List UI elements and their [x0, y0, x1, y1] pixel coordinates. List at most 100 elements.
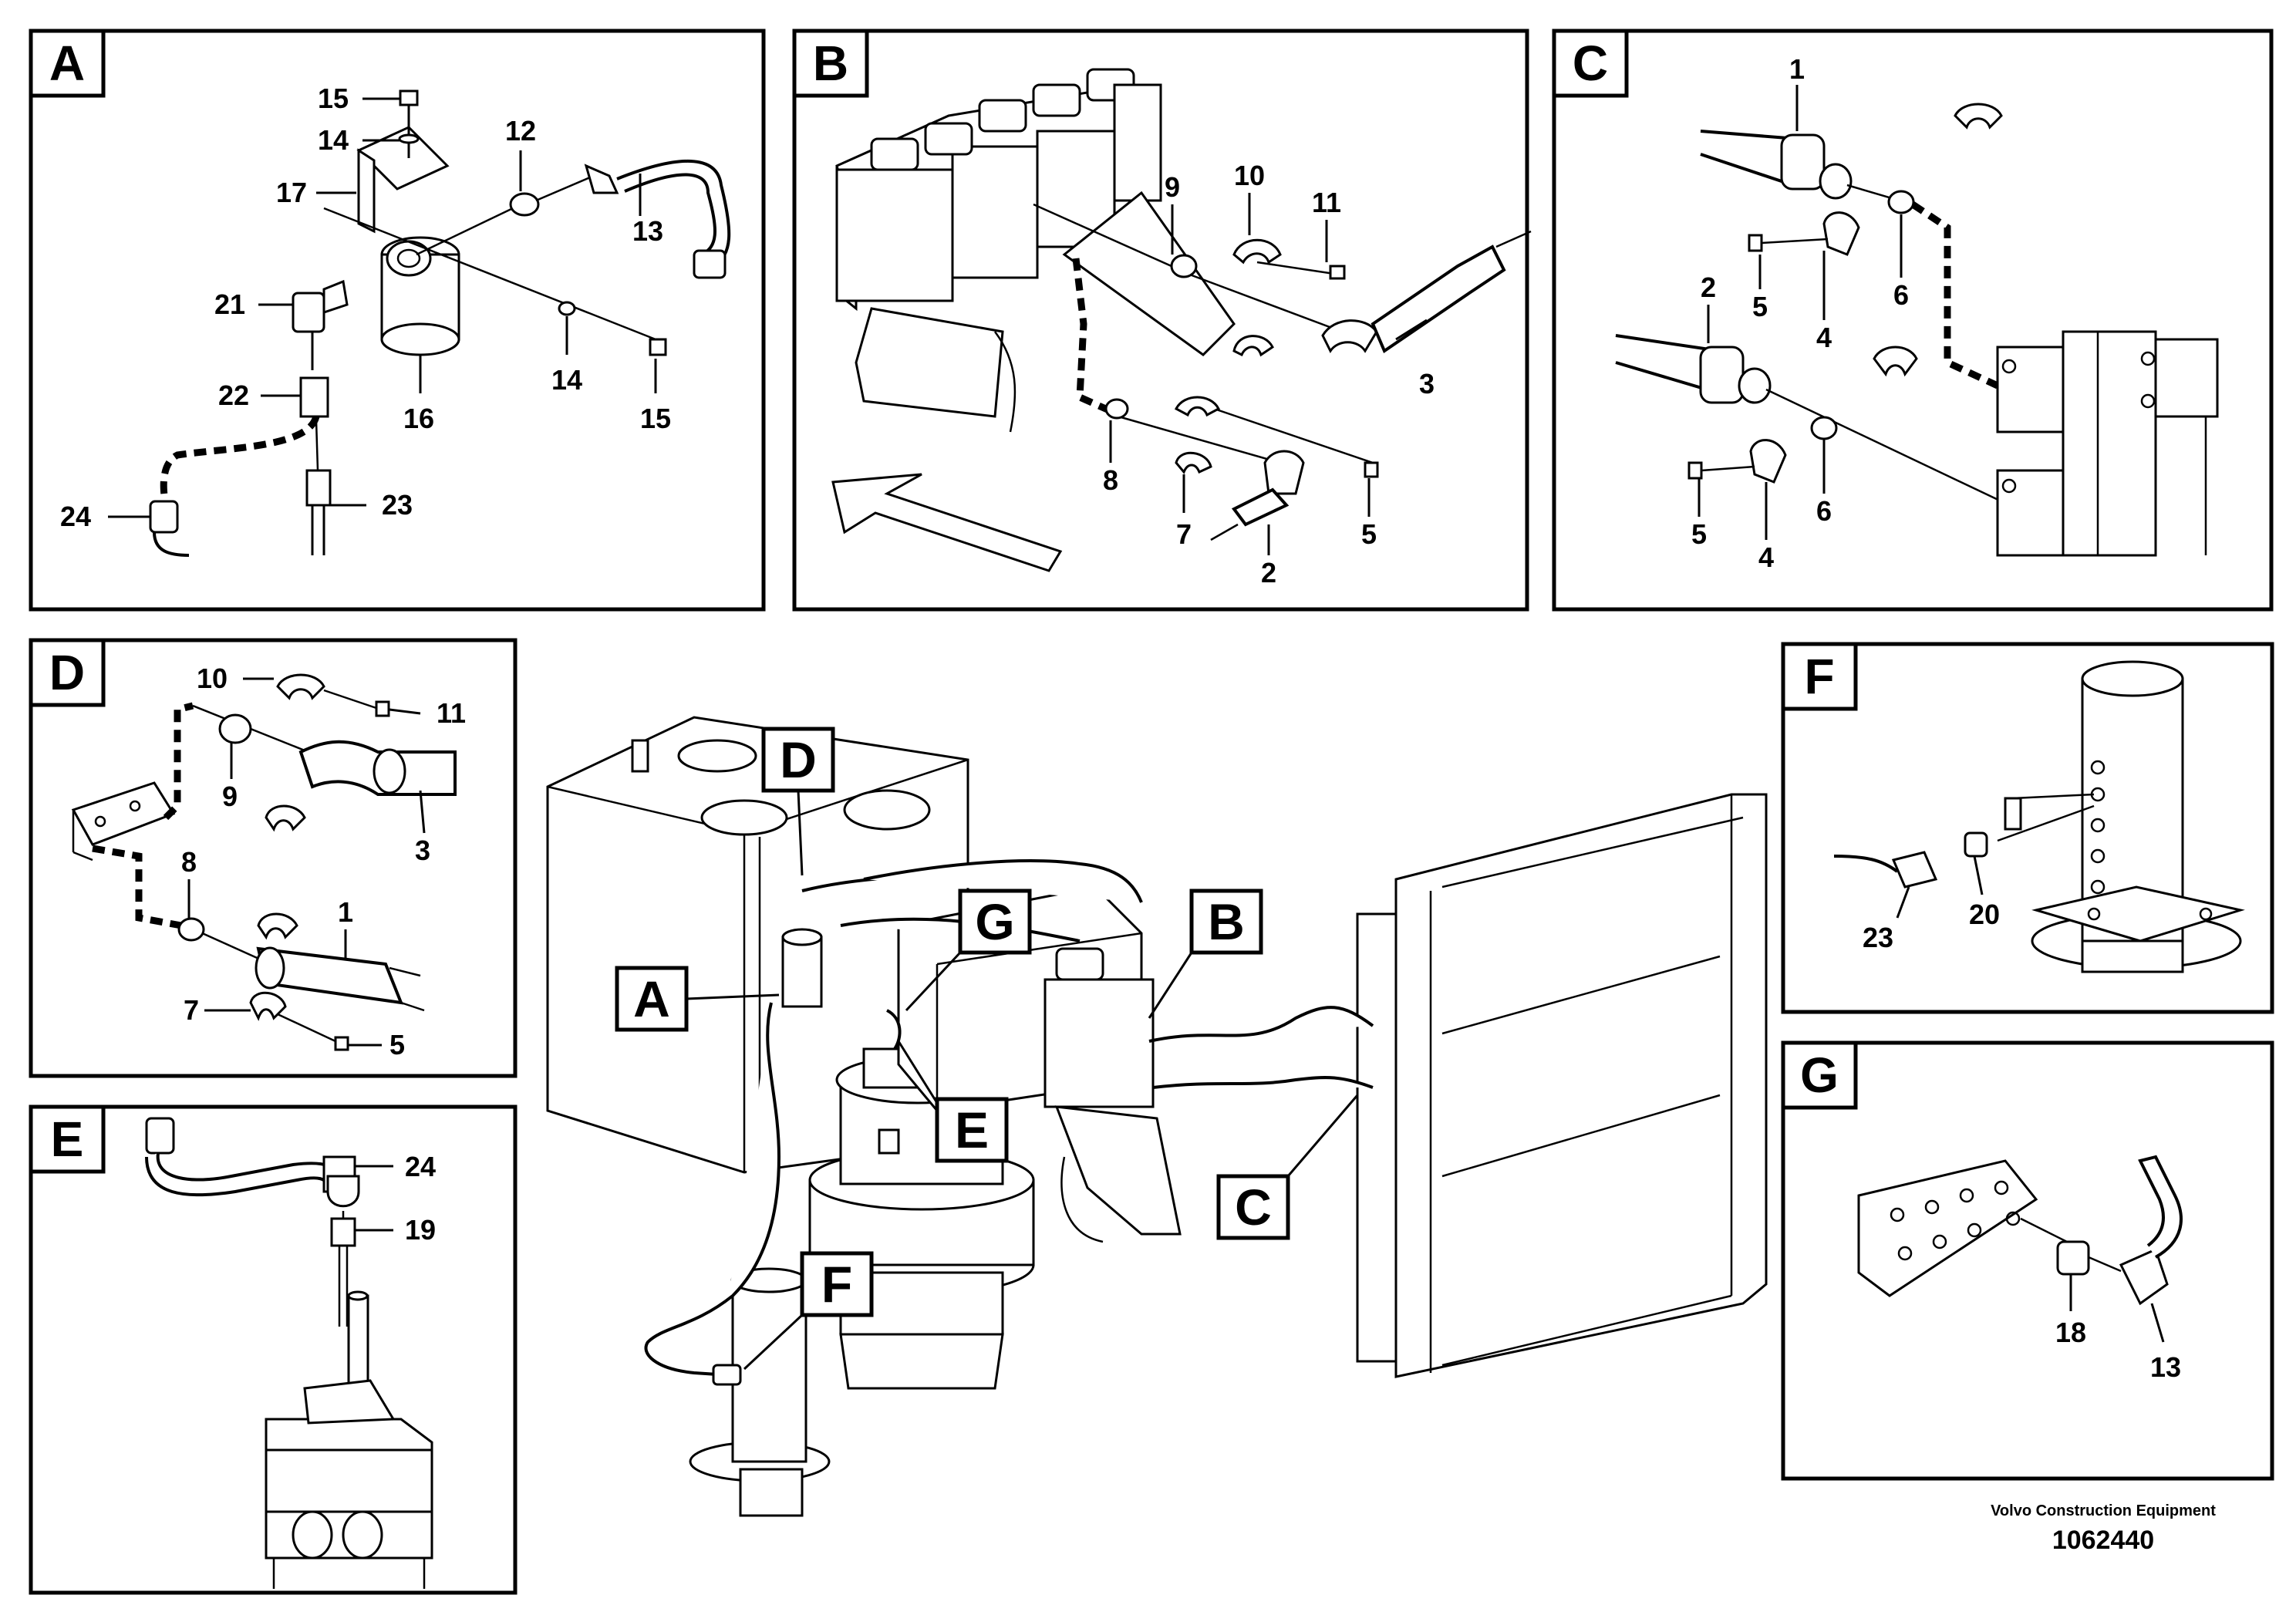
part-label: 14: [551, 364, 582, 396]
panel-e-drawing: [145, 1117, 433, 1589]
panel-e-letter: E: [51, 1111, 84, 1167]
panel-b-letter-box: [792, 29, 869, 98]
part-label: 23: [382, 489, 413, 521]
part-label: 7: [184, 994, 199, 1026]
panel-g-letter: G: [1800, 1047, 1839, 1103]
callout-c-box: [1216, 1174, 1290, 1240]
part-label: 13: [2150, 1351, 2181, 1383]
part-label: 1: [338, 896, 353, 928]
panel-f-labels: 23 20: [1863, 899, 2000, 953]
panel-e-leaders: [355, 1165, 393, 1232]
panel-a: A: [29, 29, 766, 612]
central-assembly: [546, 716, 1768, 1517]
panel-c-leaders: [1698, 85, 1903, 540]
panel-g-leaders: [2069, 1274, 2165, 1343]
part-label: 18: [2055, 1317, 2086, 1348]
panel-b-drawing: [831, 68, 1532, 572]
panel-d-labels: 10 11 9 3 8 1 7 5: [181, 663, 466, 1061]
callout-c-letter: C: [1235, 1179, 1272, 1236]
callout-d-box: [761, 727, 835, 793]
panel-d-letter-box: [29, 638, 106, 707]
panel-e-labels: 24 19: [405, 1151, 436, 1246]
part-label: 13: [632, 215, 663, 247]
panel-d-letter: D: [49, 645, 85, 700]
panel-f-letter-box: [1781, 642, 1858, 711]
panel-b-letter: B: [813, 35, 848, 91]
part-label: 17: [276, 177, 307, 208]
part-label: 5: [1691, 518, 1707, 550]
panel-b-labels: 9 10 11 3 8 7 2 5: [1103, 160, 1435, 588]
panel-d-drawing: [71, 673, 457, 1051]
part-label: 7: [1176, 518, 1192, 550]
panel-c-letter-box: [1552, 29, 1629, 98]
panel-c-letter: C: [1573, 35, 1608, 91]
part-label: 8: [1103, 464, 1118, 496]
panel-d-leaders: [187, 677, 426, 1047]
callout-a-box: [615, 966, 689, 1032]
drawing-footer: Volvo Construction Equipment 1062440: [1988, 1502, 2219, 1556]
part-label: 4: [1816, 322, 1832, 353]
part-label: 5: [1752, 291, 1768, 322]
panel-f-drawing: [1833, 660, 2245, 973]
part-label: 11: [1312, 187, 1341, 218]
panel-b-leaders: [1109, 193, 1428, 555]
part-label: 9: [222, 781, 238, 812]
panel-g: G 18 13: [1781, 1040, 2274, 1481]
part-label: 1: [1789, 53, 1805, 85]
callout-b-box: [1189, 889, 1263, 955]
panel-c: C: [1552, 29, 2274, 612]
part-label: 4: [1758, 541, 1774, 573]
part-label: 14: [318, 124, 349, 156]
part-label: 8: [181, 846, 197, 878]
panel-g-drawing: [1857, 1155, 2183, 1306]
part-label: 9: [1165, 171, 1180, 203]
part-label: 5: [389, 1029, 405, 1061]
panel-a-letter: A: [49, 35, 85, 91]
part-label: 22: [218, 379, 249, 411]
panel-a-labels: 15 14 17 12 13 21 22 16 14 15 24 23: [60, 83, 671, 532]
part-label: 12: [505, 115, 536, 147]
panel-e-letter-box: [29, 1104, 106, 1174]
panel-a-letter-box: [29, 29, 106, 98]
panel-g-letter-box: [1781, 1040, 1858, 1110]
drawing-number: 1062440: [2052, 1526, 2155, 1555]
callout-e-letter: E: [955, 1101, 989, 1158]
callout-f-box: [800, 1251, 874, 1317]
part-label: 2: [1261, 557, 1276, 588]
panel-f-leaders: [1896, 855, 1984, 919]
part-label: 15: [640, 403, 671, 434]
panel-c-labels: 1 5 4 6 2 5 4 6: [1691, 53, 1909, 573]
part-label: 21: [214, 288, 245, 320]
part-label: 3: [1419, 368, 1435, 400]
panel-b: B: [792, 29, 1532, 612]
part-label: 10: [197, 663, 228, 694]
panel-a-drawing: [149, 89, 731, 557]
panel-f: F 23 20: [1781, 642, 2274, 1014]
callouts: D G B A E C F: [615, 727, 1359, 1371]
panel-c-frame: [1552, 29, 2274, 612]
part-label: 24: [405, 1151, 436, 1182]
callout-f-letter: F: [821, 1256, 852, 1313]
part-label: 20: [1969, 899, 2000, 930]
part-label: 5: [1361, 518, 1377, 550]
part-label: 3: [415, 835, 430, 866]
part-label: 23: [1863, 922, 1893, 953]
part-label: 15: [318, 83, 349, 114]
callout-g-box: [958, 889, 1032, 955]
panel-g-labels: 18 13: [2055, 1317, 2181, 1383]
callout-g-letter: G: [975, 893, 1014, 950]
part-label: 16: [403, 403, 434, 434]
part-label: 6: [1893, 279, 1909, 311]
panel-a-leaders: [108, 97, 657, 518]
part-label: 10: [1234, 160, 1265, 191]
panel-f-letter: F: [1804, 649, 1834, 704]
callout-e-box: [935, 1097, 1009, 1163]
part-label: 19: [405, 1214, 436, 1246]
callout-a-letter: A: [633, 970, 670, 1027]
company-name: Volvo Construction Equipment: [1991, 1502, 2216, 1519]
part-label: 2: [1701, 271, 1716, 303]
panel-d: D: [29, 638, 518, 1078]
callout-b-letter: B: [1208, 893, 1245, 950]
